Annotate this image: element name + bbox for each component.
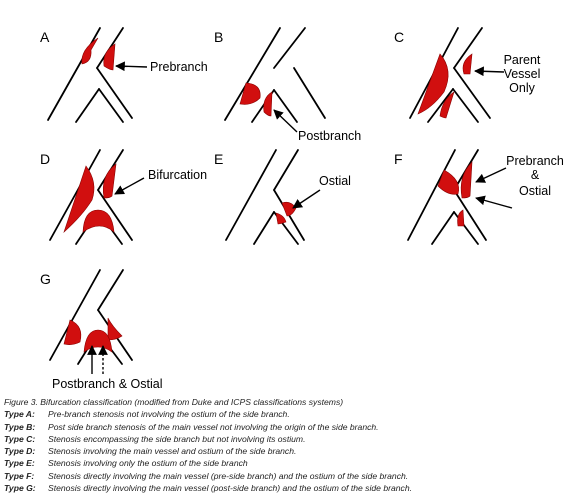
arrow-f-upper xyxy=(475,167,507,183)
caption-type-text: Post side branch stenosis of the main ve… xyxy=(48,421,379,432)
caption-title: Figure 3. Bifurcation classification (mo… xyxy=(4,397,344,407)
vessel-outline-g xyxy=(49,269,133,365)
caption-row: Type C: Stenosis encompassing the side b… xyxy=(4,433,569,445)
vessel-outline-e xyxy=(225,149,305,245)
lesion-c-branch xyxy=(439,91,455,119)
lesion-d-left xyxy=(63,165,95,233)
caption-type-text: Stenosis directly involving the main ves… xyxy=(48,483,412,494)
vessel-outline-a xyxy=(47,27,133,123)
panel-a: A Prebranch xyxy=(40,27,208,123)
callout-c-line-1: Parent xyxy=(504,53,541,67)
lesion-f-left xyxy=(437,169,459,195)
callout-g: Postbranch & Ostial xyxy=(52,377,162,391)
callout-c-line-2: Vessel xyxy=(504,67,541,81)
callout-f-line-1: Prebranch xyxy=(506,154,564,168)
lesion-e-ostial-lower xyxy=(275,212,287,225)
arrow-d xyxy=(114,177,145,195)
callout-f-line-3: Ostial xyxy=(519,184,551,198)
panel-c: C Parent Vessel Only xyxy=(394,27,541,123)
lesion-f-right xyxy=(460,161,473,199)
panel-f: F Prebranch & Ostial xyxy=(394,149,564,245)
caption-type-text: Stenosis involving only the ostium of th… xyxy=(48,458,248,469)
arrow-a xyxy=(115,61,148,72)
panel-label-f: F xyxy=(394,151,403,167)
caption-type-text: Pre-branch stenosis not involving the os… xyxy=(48,409,290,420)
panel-label-e: E xyxy=(214,151,223,167)
bifurcation-diagram: A Prebranch B Postbranch C xyxy=(40,27,564,391)
caption-type-text: Stenosis involving the main vessel and o… xyxy=(48,446,297,457)
lesion-e-ostial-upper xyxy=(281,201,297,217)
caption-row: Type D: Stenosis involving the main vess… xyxy=(4,445,569,457)
arrow-b xyxy=(273,109,298,133)
lesion-a-left xyxy=(81,37,99,65)
lesion-d-right xyxy=(102,163,117,199)
panel-label-d: D xyxy=(40,151,50,167)
caption-type-text: Stenosis encompassing the side branch bu… xyxy=(48,433,306,444)
callout-d: Bifurcation xyxy=(148,168,207,182)
arrow-f-lower xyxy=(475,195,513,209)
caption-type-label: Type C: xyxy=(4,433,36,444)
callout-b: Postbranch xyxy=(298,129,361,143)
caption-type-label: Type A: xyxy=(4,409,35,420)
panel-label-g: G xyxy=(40,271,51,287)
caption-type-label: Type G: xyxy=(4,483,36,494)
panel-label-c: C xyxy=(394,29,404,45)
caption-row: Type F: Stenosis directly involving the … xyxy=(4,470,569,482)
caption-row: Type A: Pre-branch stenosis not involvin… xyxy=(4,408,569,420)
callout-c-line-3: Only xyxy=(509,81,535,95)
caption-type-text: Stenosis directly involving the main ves… xyxy=(48,470,409,481)
panel-d: D Bifurcation xyxy=(40,149,207,245)
caption-type-label: Type E: xyxy=(4,458,35,469)
lesion-g-right xyxy=(107,317,123,341)
lesion-b-left xyxy=(239,82,261,105)
lesion-a-right xyxy=(103,43,116,71)
lesion-b-center xyxy=(263,91,273,117)
callout-f-line-2: & xyxy=(531,168,540,182)
caption-row: Type B: Post side branch stenosis of the… xyxy=(4,421,569,433)
lesion-c-left xyxy=(417,53,449,115)
lesion-g-left xyxy=(63,319,82,345)
lesion-d-branch xyxy=(82,209,115,233)
panel-label-b: B xyxy=(214,29,223,45)
arrow-e xyxy=(292,189,321,209)
caption-row: Type E: Stenosis involving only the osti… xyxy=(4,457,569,469)
caption-type-label: Type F: xyxy=(4,470,35,481)
vessel-outline-f xyxy=(407,149,487,245)
figure-caption: Figure 3. Bifurcation classification (mo… xyxy=(4,396,569,494)
vessel-outline-b xyxy=(224,27,326,123)
caption-type-label: Type D: xyxy=(4,446,36,457)
panel-b: B Postbranch xyxy=(214,27,361,143)
lesion-c-right xyxy=(462,53,473,75)
panel-e: E Ostial xyxy=(214,149,351,245)
panel-label-a: A xyxy=(40,29,50,45)
caption-row: Type G: Stenosis directly involving the … xyxy=(4,482,569,494)
arrow-c xyxy=(474,66,505,77)
panel-g: G Postbranch & Ostial xyxy=(40,269,162,391)
caption-type-label: Type B: xyxy=(4,421,36,432)
lesion-f-branch xyxy=(457,209,465,227)
callout-a: Prebranch xyxy=(150,60,208,74)
callout-e: Ostial xyxy=(319,174,351,188)
